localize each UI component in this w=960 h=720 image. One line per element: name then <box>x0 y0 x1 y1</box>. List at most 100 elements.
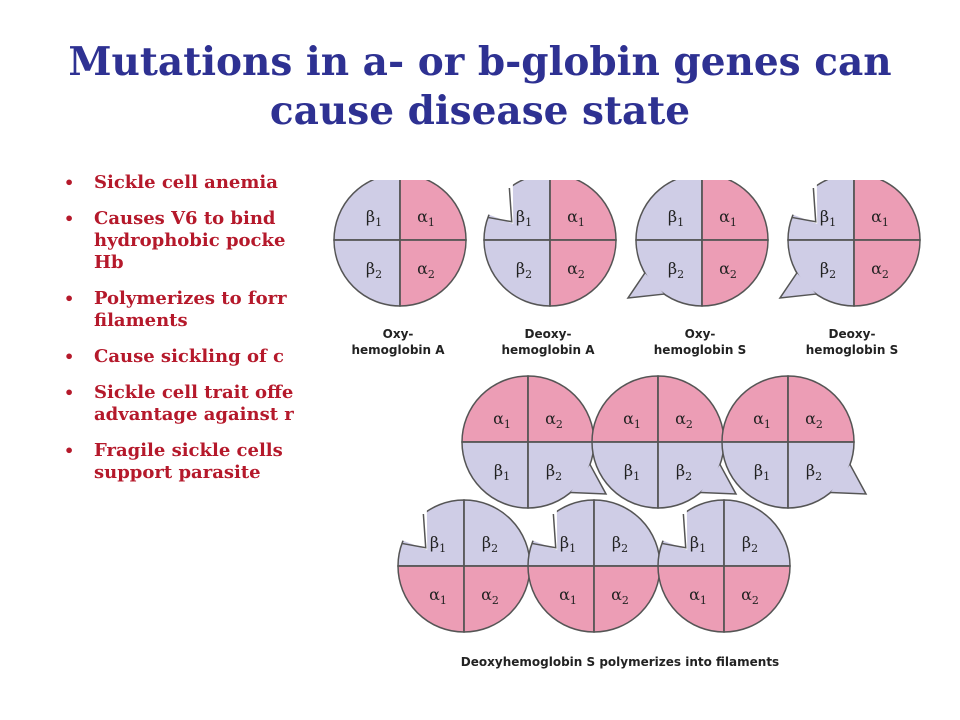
subunit-label: α1 <box>753 409 771 431</box>
subunit-label: α1 <box>417 207 435 229</box>
sticky-patch-protrusion <box>700 464 738 495</box>
bullet-text-line: Sickle cell trait offe <box>94 382 294 403</box>
subunit-quadrant <box>721 375 789 443</box>
subunit-quadrant <box>463 499 531 567</box>
slide-title: Mutations in a- or b-globin genes can ca… <box>30 38 930 136</box>
subunit-label: β1 <box>754 461 770 483</box>
subunit-label: β2 <box>676 461 692 483</box>
polymer-caption: Deoxyhemoglobin S polymerizes into filam… <box>461 655 779 669</box>
subunit-label: α1 <box>567 207 585 229</box>
subunit-quadrant <box>333 239 401 307</box>
molecule-caption: hemoglobin A <box>501 343 595 357</box>
bullet-text-line: Causes V6 to bind <box>94 208 276 229</box>
subunit-label: α2 <box>545 409 563 431</box>
subunit-quadrant <box>701 180 769 241</box>
molecule-caption: Deoxy- <box>829 327 876 341</box>
subunit-label: α2 <box>805 409 823 431</box>
bullet-item: • Sickle cell anemia <box>64 172 364 194</box>
molecule-caption: hemoglobin S <box>806 343 898 357</box>
binding-pocket-notch <box>526 508 558 550</box>
binding-pocket-notch-outline <box>791 187 817 223</box>
subunit-label: β1 <box>494 461 510 483</box>
subunit-label: β2 <box>482 533 498 555</box>
subunit-quadrant <box>723 565 791 633</box>
subunit-quadrant <box>635 180 703 241</box>
subunit-label: α2 <box>675 409 693 431</box>
molecule-caption: hemoglobin A <box>351 343 445 357</box>
subunit-label: α2 <box>611 585 629 607</box>
bullet-text-line: hydrophobic pocke <box>94 230 286 251</box>
polymer-molecule-lower: β1 β2 α1 α2 <box>656 499 791 633</box>
subunit-quadrant <box>723 499 791 567</box>
subunit-quadrant <box>461 441 529 509</box>
subunit-quadrant <box>721 441 789 509</box>
subunit-quadrant <box>657 565 725 633</box>
subunit-label: β1 <box>690 533 706 555</box>
subunit-quadrant <box>787 375 855 443</box>
subunit-label: β2 <box>668 259 684 281</box>
subunit-label: β2 <box>742 533 758 555</box>
bullet-text-line: advantage against r <box>94 404 294 425</box>
bullet-marker: • <box>64 441 75 460</box>
hemoglobin-molecule: β1 α1 β2 α2 <box>626 180 769 307</box>
bullet-marker: • <box>64 173 75 192</box>
subunit-quadrant <box>483 239 551 307</box>
subunit-label: β1 <box>668 207 684 229</box>
subunit-quadrant <box>549 180 617 241</box>
subunit-label: β1 <box>624 461 640 483</box>
binding-pocket-notch-outline <box>401 513 427 549</box>
binding-pocket-notch-outline <box>487 187 513 223</box>
subunit-label: α2 <box>871 259 889 281</box>
subunit-label: α2 <box>719 259 737 281</box>
bullet-text-line: filaments <box>94 310 188 331</box>
subunit-label: β1 <box>560 533 576 555</box>
subunit-label: α1 <box>559 585 577 607</box>
bullet-text-line: Hb <box>94 252 124 273</box>
bullet-text-line: Fragile sickle cells <box>94 440 283 461</box>
binding-pocket-notch <box>656 508 688 550</box>
subunit-label: β2 <box>366 259 382 281</box>
subunit-quadrant <box>527 375 595 443</box>
bullet-text-line: Cause sickling of c <box>94 346 284 367</box>
molecule-caption: hemoglobin S <box>654 343 746 357</box>
subunit-label: β1 <box>430 533 446 555</box>
binding-pocket-notch <box>482 182 514 224</box>
subunit-label: α2 <box>741 585 759 607</box>
polymer-molecule-upper: α1 α2 β1 β2 <box>591 375 738 509</box>
binding-pocket-notch <box>786 182 818 224</box>
subunit-quadrant <box>549 239 617 307</box>
subunit-label: α2 <box>417 259 435 281</box>
title-line-2: cause disease state <box>269 88 691 134</box>
bullet-text-line: Sickle cell anemia <box>94 172 278 193</box>
subunit-label: α1 <box>719 207 737 229</box>
subunit-label: α1 <box>623 409 641 431</box>
molecule-caption: Oxy- <box>685 327 716 341</box>
bullet-item: •Cause sickling of c <box>64 346 364 368</box>
subunit-label: α1 <box>689 585 707 607</box>
sticky-patch-protrusion <box>778 272 817 299</box>
subunit-quadrant <box>853 180 921 241</box>
subunit-label: β2 <box>820 259 836 281</box>
subunit-quadrant <box>593 499 661 567</box>
bullet-text-line: support parasite <box>94 462 261 483</box>
subunit-quadrant <box>399 239 467 307</box>
subunit-label: β2 <box>546 461 562 483</box>
subunit-label: α1 <box>429 585 447 607</box>
subunit-quadrant <box>853 239 921 307</box>
title-line-1: Mutations in a- or b-globin genes can <box>68 39 892 85</box>
subunit-quadrant <box>591 375 659 443</box>
subunit-quadrant <box>461 375 529 443</box>
binding-pocket-notch-outline <box>531 513 557 549</box>
bullet-marker: • <box>64 289 75 308</box>
sticky-patch-protrusion <box>830 464 868 495</box>
subunit-quadrant <box>527 565 595 633</box>
